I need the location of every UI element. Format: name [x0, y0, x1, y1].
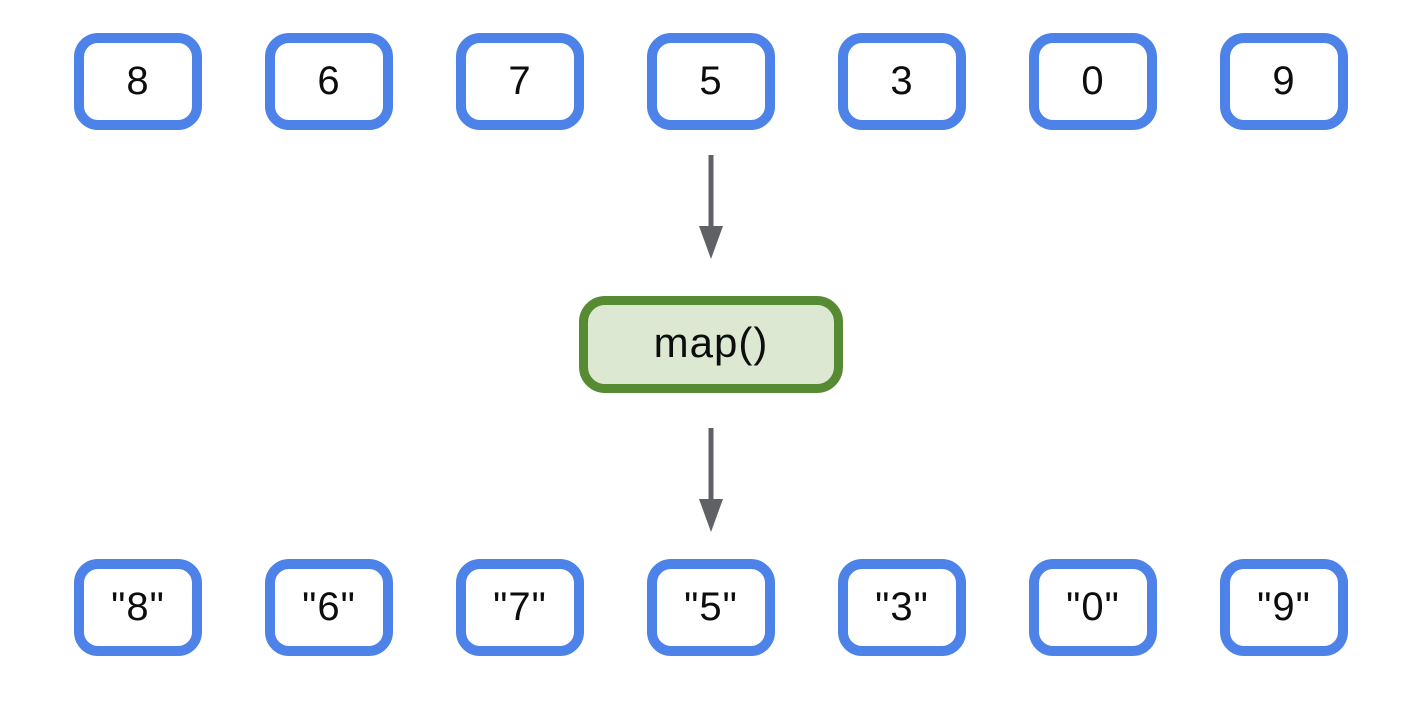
input-array-item-value: 6 [317, 58, 341, 103]
output-array-item-value: "6" [302, 584, 356, 629]
output-array-item: "9" [1220, 559, 1348, 656]
output-array-row: "8" "6" "7" "5" "3" "0" "9" [0, 559, 1422, 656]
input-array-item: 8 [74, 33, 202, 130]
output-array-item-value: "8" [111, 584, 165, 629]
input-array-item: 3 [838, 33, 966, 130]
output-array-item: "3" [838, 559, 966, 656]
input-array-item: 7 [456, 33, 584, 130]
output-array-item-value: "9" [1257, 584, 1311, 629]
input-array-item: 9 [1220, 33, 1348, 130]
input-array-item: 6 [265, 33, 393, 130]
output-array-item-value: "5" [684, 584, 738, 629]
output-array-item: "0" [1029, 559, 1157, 656]
output-array-item-value: "7" [493, 584, 547, 629]
input-array-item-value: 3 [890, 58, 914, 103]
output-array-item: "5" [647, 559, 775, 656]
input-array-item-value: 8 [126, 58, 150, 103]
output-array-item-value: "0" [1066, 584, 1120, 629]
output-array-item: "8" [74, 559, 202, 656]
output-array-item: "6" [265, 559, 393, 656]
input-array-item: 5 [647, 33, 775, 130]
input-array-row: 8 6 7 5 3 0 9 [0, 33, 1422, 130]
map-function-box: map() [579, 296, 843, 393]
input-array-item-value: 0 [1081, 58, 1105, 103]
input-array-item-value: 9 [1272, 58, 1296, 103]
input-array-item-value: 7 [508, 58, 532, 103]
output-array-item: "7" [456, 559, 584, 656]
input-array-item-value: 5 [699, 58, 723, 103]
input-array-item: 0 [1029, 33, 1157, 130]
arrow-down-icon [0, 428, 1422, 533]
output-array-item-value: "3" [875, 584, 929, 629]
map-function-label: map() [653, 319, 769, 366]
arrow-down-icon [0, 155, 1422, 260]
